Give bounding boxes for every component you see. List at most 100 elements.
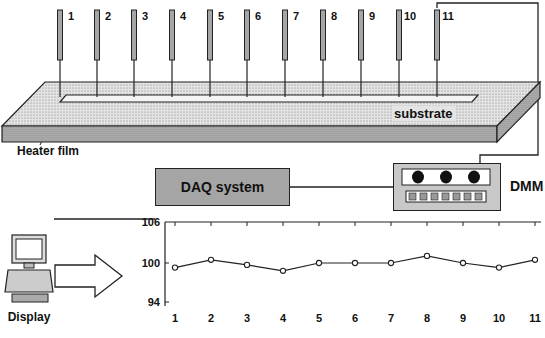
probe-body (397, 10, 402, 60)
connector-path (54, 218, 155, 219)
probe-tip (96, 60, 97, 97)
data-point (424, 253, 429, 258)
dmm-box: DMM (393, 163, 501, 211)
axis-label: 7 (388, 312, 394, 325)
callout-number: 5 (218, 10, 224, 23)
probe-tip (322, 60, 323, 97)
data-point (244, 262, 249, 267)
chart-tick (535, 222, 536, 226)
probe-body (58, 10, 63, 60)
probe-body (170, 10, 175, 60)
data-point (208, 257, 213, 262)
data-point (316, 260, 321, 265)
dmm-key (453, 193, 460, 200)
dmm-key (431, 193, 438, 200)
data-point (172, 265, 177, 270)
callout-number: 3 (142, 10, 148, 23)
monitor-stand (24, 263, 34, 268)
chart-tick (211, 222, 212, 226)
probe-tip (209, 60, 210, 97)
substrate-front (2, 126, 497, 142)
dmm-knob (468, 171, 480, 184)
chart-tick (165, 263, 169, 264)
axis-label: 10 (493, 312, 505, 325)
axis-label: 9 (460, 312, 466, 325)
callout-number: 4 (180, 10, 186, 23)
axis-label: 8 (424, 312, 430, 325)
data-point (280, 268, 285, 273)
daq-box: DAQ system (155, 168, 290, 206)
chart-y-axis (164, 222, 165, 306)
callout-number: 2 (105, 10, 111, 23)
axis-label: 94 (148, 296, 160, 309)
data-point (532, 257, 537, 262)
hollow-arrow (55, 255, 122, 297)
chart-tick (499, 222, 500, 226)
dmm-key (442, 193, 449, 200)
keyboard (12, 294, 48, 302)
dmm-key (420, 193, 427, 200)
axis-label: 6 (352, 312, 358, 325)
heater-film (60, 95, 478, 102)
probe-body (435, 10, 440, 60)
axis-label: 5 (316, 312, 322, 325)
dmm-drawing (394, 164, 502, 212)
callout-number: 7 (293, 10, 299, 23)
dmm-knob (440, 171, 452, 184)
node-text: DMM (510, 178, 543, 194)
axis-label: 4 (280, 312, 286, 325)
probe-tip (360, 60, 361, 97)
axis-label: 2 (208, 312, 214, 325)
chart-tick (355, 222, 356, 226)
connector-line (54, 219, 155, 220)
probe-tip (59, 60, 60, 97)
chart-points (172, 253, 537, 273)
probe-body (283, 10, 288, 60)
substrate-top (2, 82, 540, 126)
callout-number: 10 (404, 10, 416, 23)
substrate-drawing (0, 0, 545, 146)
dmm-panel (402, 169, 490, 185)
substrate-slab: substrate (0, 0, 545, 146)
dmm-key (409, 193, 416, 200)
chart-data-line (175, 256, 535, 271)
substrate-side (497, 82, 540, 142)
chart-tick (175, 222, 176, 226)
chart-tick (427, 222, 428, 226)
computer-icon (4, 232, 54, 306)
axis-label: 106 (142, 216, 160, 229)
callout-number: 1 (68, 10, 74, 23)
computer-base (5, 270, 53, 292)
probe-body (132, 10, 137, 60)
node-text: DAQ system (181, 179, 264, 195)
connector-path (290, 186, 393, 187)
probe-body (321, 10, 326, 60)
chart-top-axis (165, 221, 541, 222)
callout-number: 6 (255, 10, 261, 23)
callout-number: 8 (331, 10, 337, 23)
data-point (388, 260, 393, 265)
chart-tick (165, 302, 169, 303)
axis-label: 1 (172, 312, 178, 325)
dmm-key (464, 193, 471, 200)
axis-label: 100 (142, 257, 160, 270)
chart-tick (247, 222, 248, 226)
dmm-key (475, 193, 482, 200)
monitor (12, 235, 46, 263)
node-text: substrate (392, 106, 455, 121)
probe-body (359, 10, 364, 60)
data-point (460, 260, 465, 265)
probe-tip (246, 60, 247, 97)
probe-body (95, 10, 100, 60)
callout-number: 9 (369, 10, 375, 23)
probe-tip (398, 60, 399, 97)
axis-label: 3 (244, 312, 250, 325)
dmm-keypad (406, 191, 486, 202)
chart-tick (283, 222, 284, 226)
callout-number: 11 (442, 10, 454, 23)
data-point (496, 265, 501, 270)
probe-body (245, 10, 250, 60)
screen (16, 239, 42, 259)
probe-tip (171, 60, 172, 97)
